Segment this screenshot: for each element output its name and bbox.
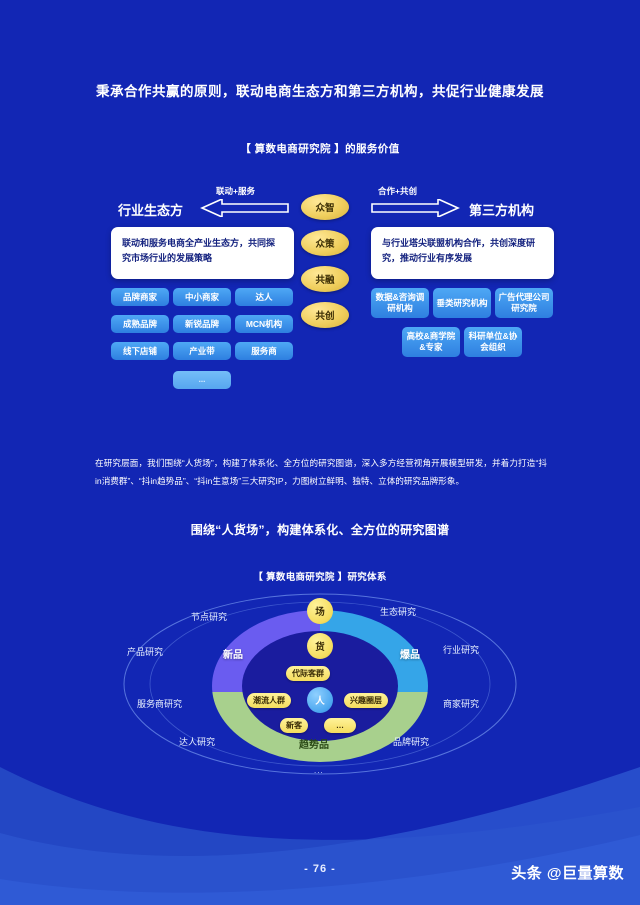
center-pill: 代际客群 [286, 666, 330, 681]
center-oval: 众策 [301, 230, 349, 256]
right-tag[interactable]: 高校&商学院&专家 [402, 327, 460, 357]
right-tag[interactable]: 垂类研究机构 [433, 288, 491, 318]
right-arrow-label: 合作+共创 [378, 186, 417, 196]
left-tag[interactable]: MCN机构 [235, 315, 293, 333]
outer-label: 服务商研究 [137, 699, 183, 709]
center-oval: 众智 [301, 194, 349, 220]
service-value-diagram: 行业生态方 第三方机构 联动+服务 合作+共创 联动和服务电商全产业生态方，共同… [0, 175, 640, 410]
center-pill: 兴趣圈层 [344, 693, 388, 708]
left-tag[interactable]: 产业带 [173, 342, 231, 360]
outer-label: 节点研究 [191, 612, 228, 622]
body-paragraph: 在研究层面，我们围绕“人货场”，构建了体系化、全方位的研究图谱，深入多方经营视角… [95, 458, 547, 486]
outer-label: 行业研究 [443, 645, 480, 655]
node-huo: 货 [307, 633, 333, 659]
left-tag[interactable]: 品牌商家 [111, 288, 169, 306]
section-heading: 围绕“人货场”，构建体系化、全方位的研究图谱 [190, 523, 450, 537]
center-pill-more: … [324, 718, 356, 733]
left-more-tag[interactable]: ... [173, 371, 231, 389]
page-subtitle: 【 算数电商研究院 】的服务价值 [240, 143, 400, 155]
right-tag[interactable]: 科研单位&协会组织 [464, 327, 522, 357]
right-description-panel: 与行业塔尖联盟机构合作，共创深度研究，推动行业有序发展 [371, 227, 554, 279]
bottom-dots: ... [314, 766, 324, 775]
center-oval: 共创 [301, 302, 349, 328]
left-tag[interactable]: 新锐品牌 [173, 315, 231, 333]
left-description-panel: 联动和服务电商全产业生态方，共同探究市场行业的发展策略 [111, 227, 294, 279]
outer-label: 品牌研究 [393, 737, 430, 747]
left-tag[interactable]: 达人 [235, 288, 293, 306]
ring-label: 趋势品 [299, 740, 329, 751]
left-tag[interactable]: 中小商家 [173, 288, 231, 306]
ring-label: 新品 [223, 650, 243, 661]
right-arrow-icon [371, 199, 460, 217]
left-tag[interactable]: 服务商 [235, 342, 293, 360]
center-pill: 潮流人群 [247, 693, 291, 708]
outer-label: 达人研究 [179, 737, 216, 747]
outer-label: 生态研究 [380, 607, 417, 617]
section-subheading: 【 算数电商研究院 】研究体系 [253, 572, 387, 583]
ring-label: 爆品 [400, 650, 420, 661]
outer-label: 商家研究 [443, 699, 480, 709]
watermark: 头条 @巨量算数 [511, 865, 624, 882]
center-circle-ren: 人 [307, 687, 333, 713]
right-heading: 第三方机构 [469, 203, 535, 218]
research-system-diagram: 节点研究 生态研究 产品研究 行业研究 服务商研究 商家研究 达人研究 品牌研究… [95, 588, 545, 778]
left-arrow-label: 联动+服务 [216, 186, 255, 196]
node-chang: 场 [307, 598, 333, 624]
left-tag[interactable]: 线下店铺 [111, 342, 169, 360]
center-oval: 共融 [301, 266, 349, 292]
left-arrow-icon [200, 199, 289, 217]
right-tag[interactable]: 数据&咨询调研机构 [371, 288, 429, 318]
concentric-rings [123, 593, 517, 775]
page-number: - 76 - [304, 863, 336, 875]
center-pill: 新客 [280, 718, 308, 733]
right-tag[interactable]: 广告代理公司研究院 [495, 288, 553, 318]
page-title: 秉承合作共赢的原则，联动电商生态方和第三方机构，共促行业健康发展 [96, 84, 544, 99]
left-heading: 行业生态方 [118, 203, 184, 218]
decorative-waves [0, 767, 640, 905]
outer-label: 产品研究 [127, 647, 164, 657]
left-tag[interactable]: 成熟品牌 [111, 315, 169, 333]
